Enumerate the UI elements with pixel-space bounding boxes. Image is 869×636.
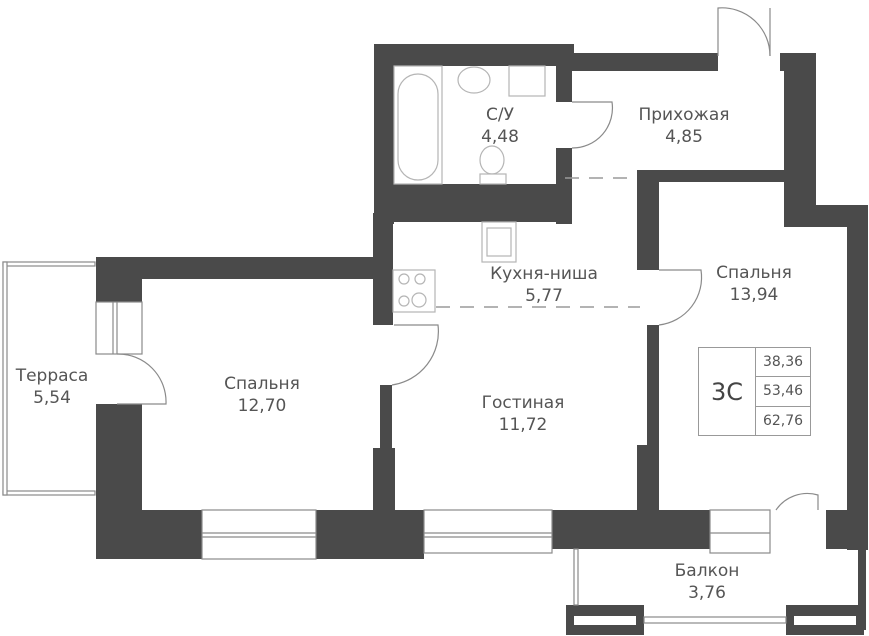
- room-name: Прихожая: [638, 105, 730, 125]
- toilet-icon: [479, 145, 505, 175]
- balcony-inner-slots: [573, 548, 856, 625]
- terrace-railing: [2, 261, 96, 496]
- room-area: 13,94: [729, 285, 779, 305]
- room-name: С/У: [486, 105, 514, 125]
- total-area-with-outdoor: 62,76: [762, 412, 804, 429]
- room-name: Балкон: [674, 561, 740, 581]
- room-label-living-room: Гостиная 11,72: [482, 392, 565, 436]
- room-area: 5,54: [33, 388, 71, 408]
- room-name: Терраса: [15, 366, 89, 386]
- room-area: 3,76: [688, 583, 726, 603]
- room-area: 11,72: [498, 415, 548, 435]
- room-label-balcony: Балкон 3,76: [675, 560, 740, 604]
- apartment-type: 3С: [699, 348, 756, 435]
- apartment-summary-box: 3С 38,36 53,46 62,76: [698, 347, 811, 436]
- room-label-terrace: Терраса 5,54: [16, 365, 89, 409]
- living-area: 38,36: [756, 348, 810, 378]
- room-name: Спальня: [224, 374, 300, 394]
- room-area: 4,48: [481, 127, 519, 147]
- room-label-kitchen: Кухня-ниша 5,77: [490, 263, 598, 307]
- doors: [116, 7, 819, 511]
- room-name: Спальня: [716, 263, 792, 283]
- room-label-bedroom-left: Спальня 12,70: [224, 373, 300, 417]
- room-area: 4,85: [665, 127, 703, 147]
- room-label-bedroom-right: Спальня 13,94: [716, 262, 792, 306]
- total-area: 53,46: [756, 377, 810, 407]
- windows: [95, 301, 771, 560]
- bathtub-icon: [397, 73, 439, 181]
- room-name: Кухня-ниша: [490, 264, 598, 284]
- room-label-bathroom: С/У 4,48: [481, 104, 519, 148]
- room-label-hallway: Прихожая 4,85: [638, 104, 729, 148]
- fixtures: [392, 65, 546, 313]
- room-name: Гостиная: [481, 393, 565, 413]
- room-area: 5,77: [525, 286, 563, 306]
- washbasin-icon: [457, 66, 491, 94]
- room-area: 12,70: [237, 396, 287, 416]
